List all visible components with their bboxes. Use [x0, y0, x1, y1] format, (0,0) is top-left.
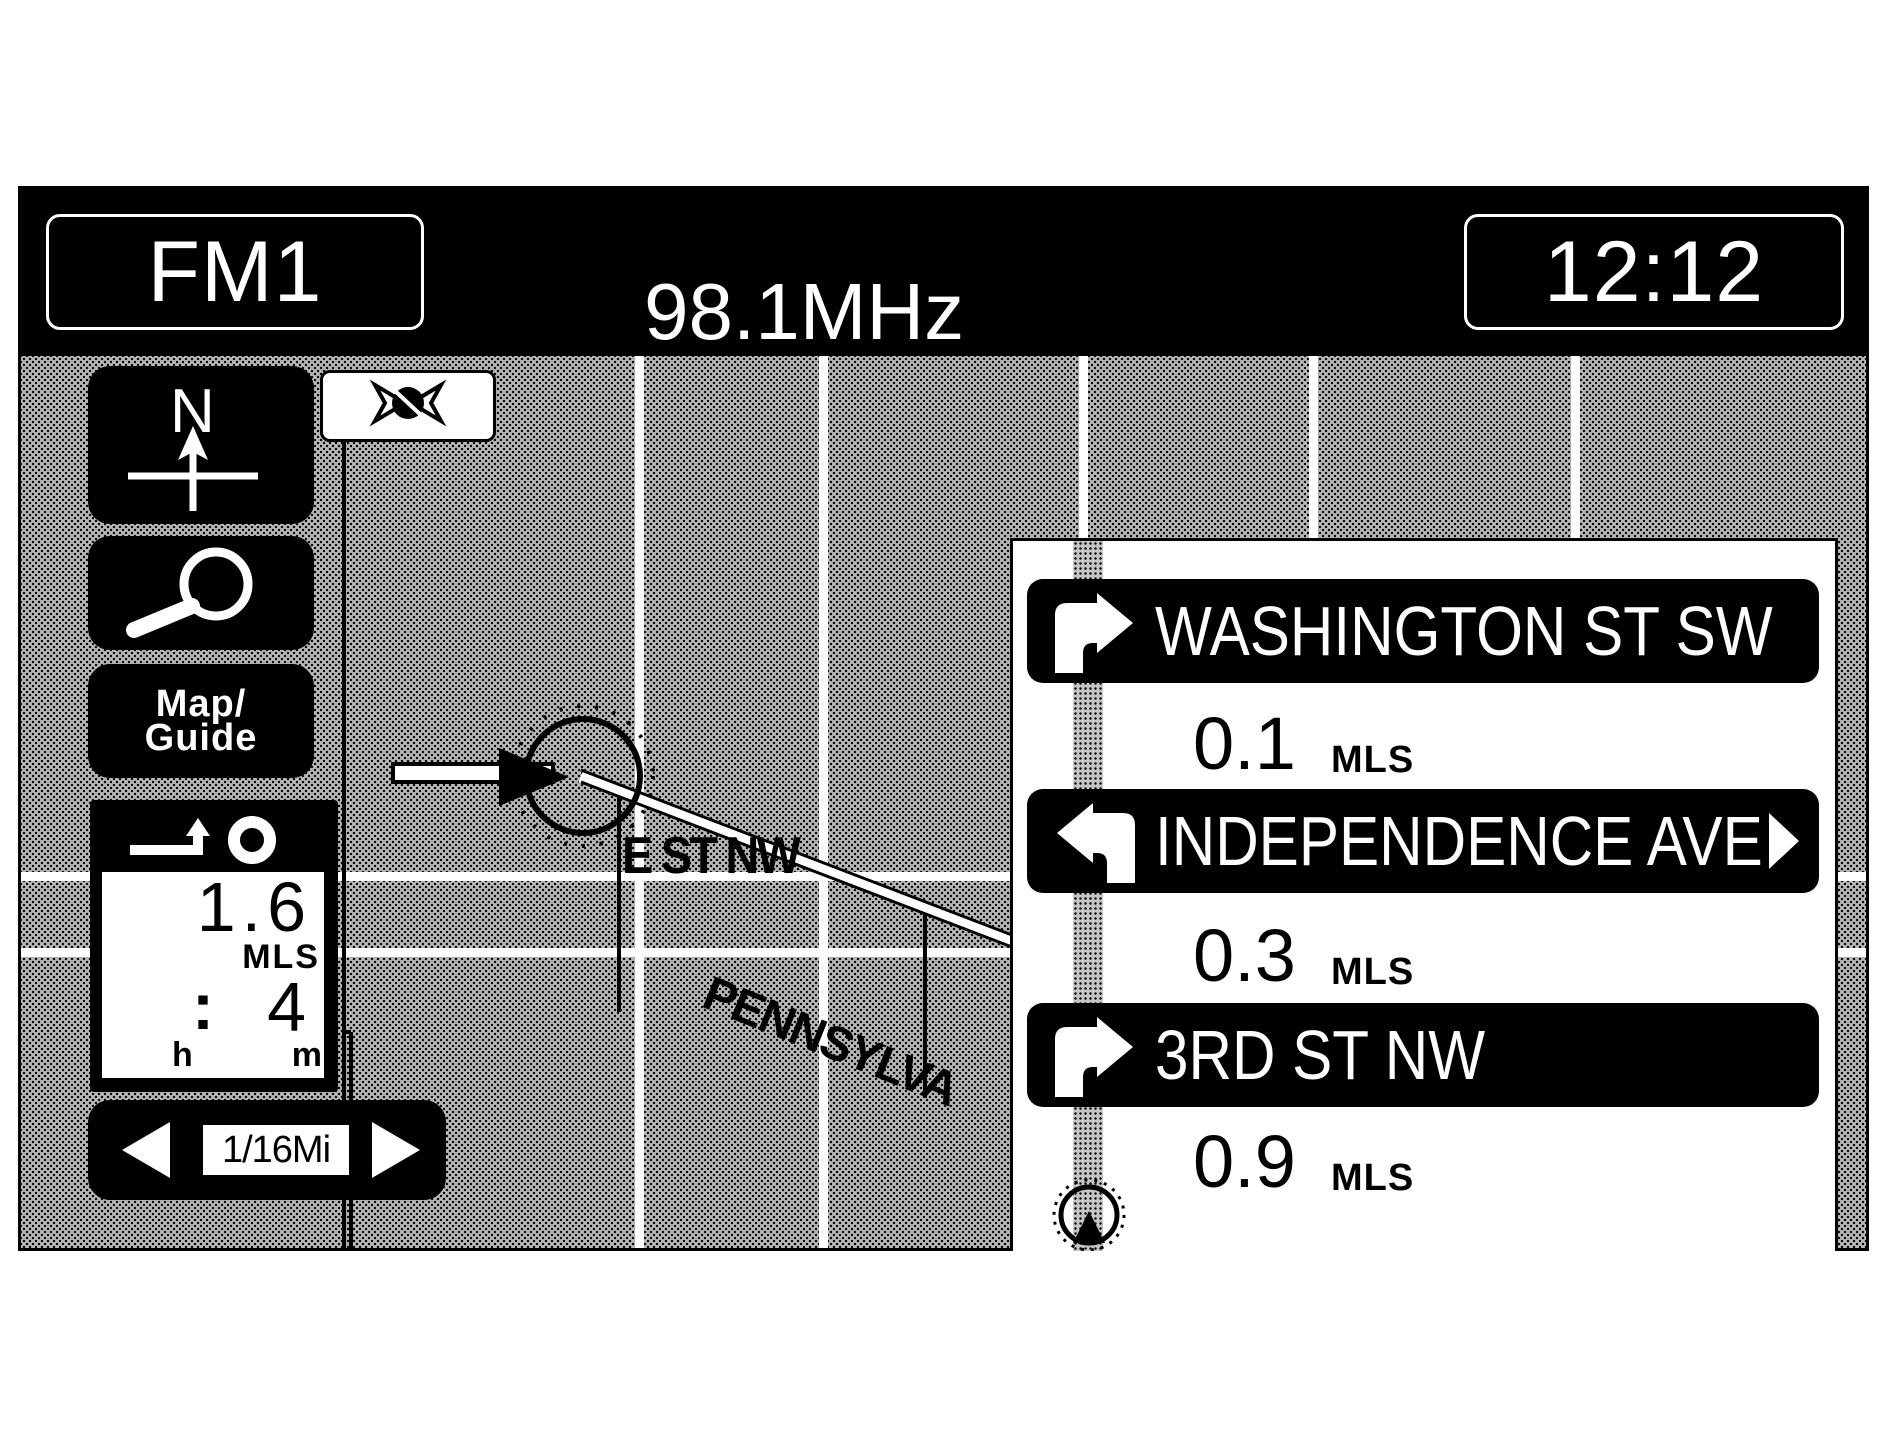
- navigation-screen: FM1 98.1MHz 12:12: [18, 186, 1869, 1251]
- route-step[interactable]: WASHINGTON ST SW: [1027, 579, 1819, 683]
- trip-time: 4: [267, 968, 316, 1046]
- route-step-distance: 0.9: [1193, 1120, 1296, 1203]
- map-scale-value: 1/16Mi: [221, 1128, 331, 1171]
- map-scale-control: 1/16Mi: [88, 1100, 446, 1200]
- poi-icon: [369, 379, 447, 427]
- clock-label: 12:12: [1543, 223, 1765, 320]
- zoom-button[interactable]: [88, 536, 314, 650]
- magnifier-icon: [126, 547, 253, 638]
- audio-source-button[interactable]: FM1: [46, 214, 424, 330]
- route-step-unit: MLS: [1331, 951, 1415, 993]
- route-step-street: WASHINGTON ST SW: [1155, 592, 1773, 670]
- trip-info-panel: 1.6 MLS : 4 h m: [90, 800, 338, 1092]
- north-up-button[interactable]: N: [88, 366, 314, 524]
- trip-distance: 1.6: [196, 868, 312, 946]
- trip-info-values: 1.6 MLS : 4 h m: [102, 872, 324, 1078]
- map-scale-label: 1/16Mi: [200, 1122, 352, 1178]
- north-arrow-icon: [128, 426, 258, 511]
- trip-minutes-label: m: [291, 1036, 322, 1074]
- map-guide-label-line2: Guide: [144, 717, 258, 759]
- map-guide-button[interactable]: Map/ Guide: [88, 664, 314, 778]
- more-arrow-icon: [1769, 813, 1799, 869]
- route-step-unit: MLS: [1331, 739, 1415, 781]
- turn-list-panel: WASHINGTON ST SW 0.1 MLS INDEPENDENCE AV…: [1010, 538, 1838, 1251]
- trip-distance-unit: MLS: [242, 938, 320, 976]
- triangle-left-icon[interactable]: [110, 1100, 190, 1200]
- gps-signal-icon: [1052, 1178, 1126, 1251]
- trip-hours-label: h: [172, 1036, 193, 1074]
- map-road: [21, 872, 1866, 881]
- clock-button[interactable]: 12:12: [1464, 214, 1844, 330]
- map-road: [819, 356, 828, 1248]
- map-road: [21, 948, 1866, 957]
- route-step-distance: 0.1: [1193, 702, 1296, 785]
- route-step[interactable]: INDEPENDENCE AVE: [1027, 789, 1819, 893]
- destination-icon: [130, 816, 276, 864]
- trip-time-separator: :: [192, 969, 214, 1043]
- map-street-label: E ST NW: [622, 827, 801, 885]
- turn-right-icon: [1055, 1017, 1133, 1097]
- radio-frequency: 98.1MHz: [644, 267, 965, 356]
- route-step-street: INDEPENDENCE AVE: [1155, 802, 1763, 880]
- vehicle-position-icon: [499, 704, 655, 848]
- route-step[interactable]: 3RD ST NW: [1027, 1003, 1819, 1107]
- route-step-street: 3RD ST NW: [1155, 1016, 1486, 1094]
- route-step-distance: 0.3: [1193, 914, 1296, 997]
- audio-source-label: FM1: [147, 223, 323, 320]
- route-step-unit: MLS: [1331, 1157, 1415, 1199]
- poi-button[interactable]: [320, 370, 496, 442]
- turn-left-icon: [1057, 803, 1135, 883]
- turn-right-icon: [1055, 593, 1133, 673]
- map-guide-label-line1: Map/: [155, 683, 247, 725]
- triangle-right-icon[interactable]: [356, 1100, 436, 1200]
